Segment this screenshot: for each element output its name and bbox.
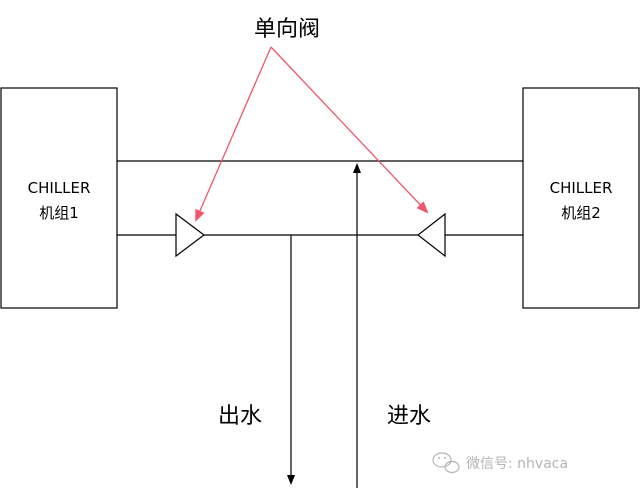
wechat-icon (432, 452, 460, 474)
watermark: 微信号: nhvaca (432, 452, 568, 474)
inlet-label: 进水 (387, 404, 431, 429)
chiller-unit-1: CHILLER 机组1 (0, 87, 118, 309)
watermark-text: 微信号: nhvaca (466, 456, 568, 472)
chiller-unit-2-name: CHILLER (550, 179, 613, 197)
chiller-unit-2-number: 机组2 (561, 204, 601, 222)
chiller-unit-1-number: 机组1 (39, 204, 79, 222)
chiller-unit-1-name: CHILLER (28, 179, 91, 197)
check-valve-right-icon (417, 212, 446, 258)
chiller-unit-2-box (522, 87, 640, 309)
chiller-unit-2: CHILLER 机组2 (522, 87, 640, 309)
chiller-unit-1-box (0, 87, 118, 309)
check-valve-left-icon (175, 212, 205, 258)
check-valve-callout-label: 单向阀 (254, 17, 320, 42)
callout-arrow-left (195, 46, 272, 222)
outlet-label: 出水 (218, 404, 262, 429)
callout-arrow-right (270, 46, 429, 214)
